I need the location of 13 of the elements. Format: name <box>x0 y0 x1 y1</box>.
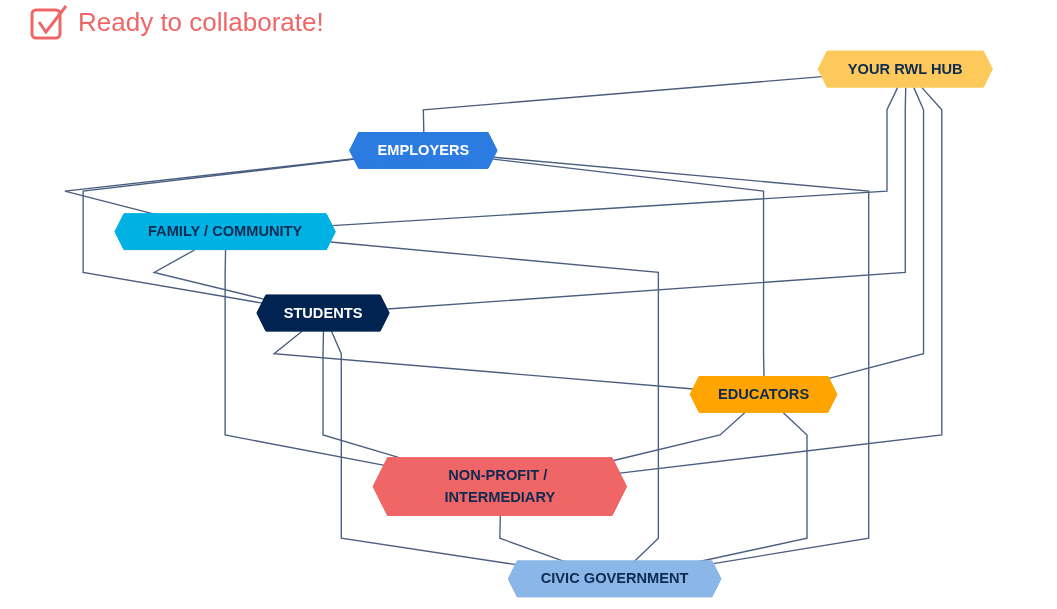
connector <box>828 86 925 379</box>
connector <box>619 86 943 474</box>
connector <box>224 249 386 466</box>
connector <box>329 241 659 563</box>
connector <box>330 330 517 566</box>
connector <box>493 156 870 565</box>
note-text: Ready to collaborate! <box>78 6 324 38</box>
connector <box>152 249 266 300</box>
connector <box>612 411 746 462</box>
connector <box>422 75 823 134</box>
connector <box>331 86 899 227</box>
connector <box>386 86 907 310</box>
connector <box>492 158 765 378</box>
